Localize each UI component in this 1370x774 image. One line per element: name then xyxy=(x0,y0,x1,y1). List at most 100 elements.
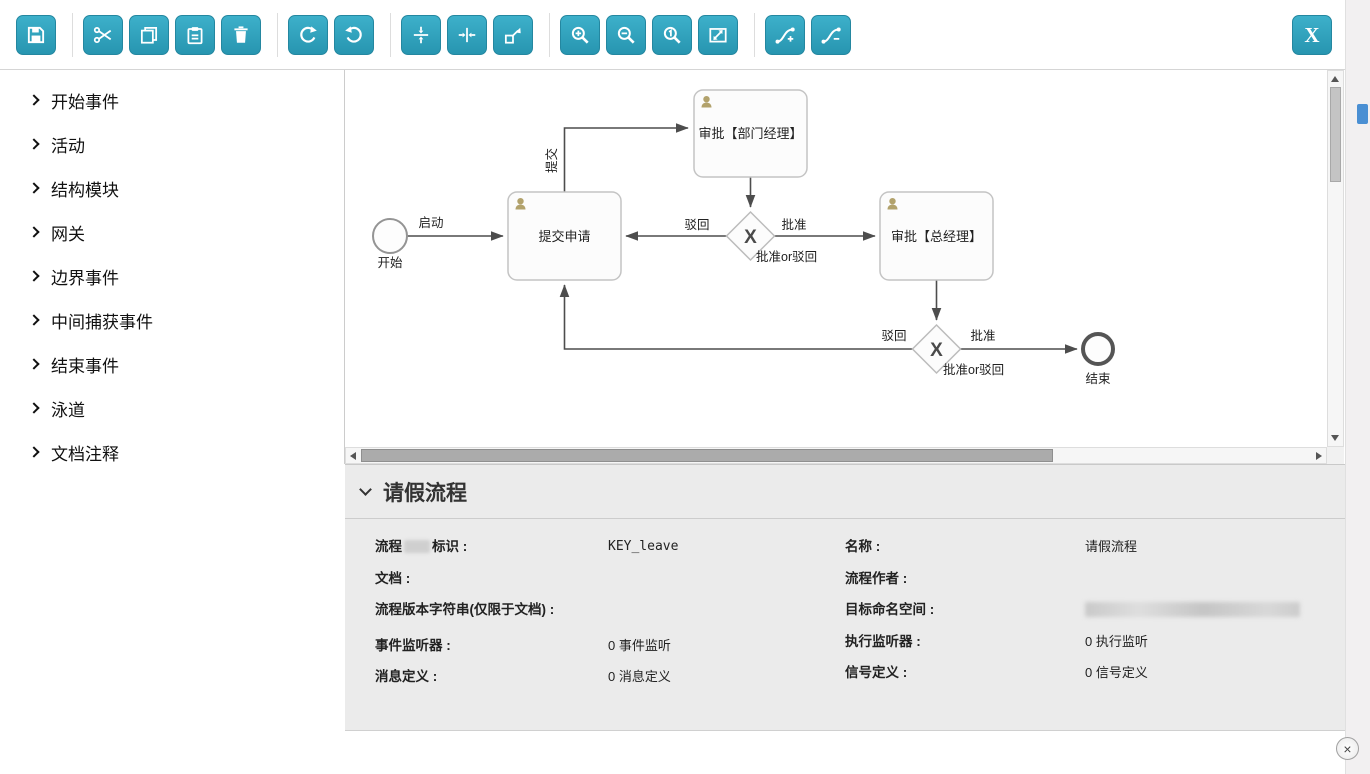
start-event[interactable]: 开始 xyxy=(372,218,408,270)
properties-panel-header[interactable]: 请假流程 xyxy=(345,465,1345,519)
add-connection-button[interactable] xyxy=(765,14,805,55)
close-dialog-button[interactable]: × xyxy=(1336,737,1359,760)
task-general-manager-approval[interactable]: 审批【总经理】 xyxy=(879,191,994,281)
user-task-icon xyxy=(515,198,526,210)
redo-button[interactable] xyxy=(288,14,328,55)
user-task-icon xyxy=(701,96,712,108)
flow-submit-to-dept[interactable] xyxy=(563,123,689,192)
toolbar: X xyxy=(0,0,1370,70)
zoom-actual-button[interactable] xyxy=(652,14,692,55)
task-label: 审批【部门经理】 xyxy=(698,126,802,141)
scroll-up-arrow[interactable] xyxy=(1331,76,1339,82)
zoom-out-icon xyxy=(617,26,635,44)
paste-button[interactable] xyxy=(175,14,215,55)
properties-column-left: 流程标识 : KEY_leave 文档 : 流程版本字符串(仅限于文档) : 事… xyxy=(375,537,845,699)
palette-item-structural[interactable]: 结构模块 xyxy=(0,166,344,210)
sequence-flows[interactable] xyxy=(407,123,1078,354)
prop-value-name: 请假流程 xyxy=(1085,539,1138,554)
scroll-right-arrow[interactable] xyxy=(1316,452,1322,460)
vertical-scroll-thumb[interactable] xyxy=(1330,87,1341,182)
align-middle-button[interactable] xyxy=(401,14,441,55)
flow-label-reject-1: 驳回 xyxy=(684,218,709,232)
scroll-down-arrow[interactable] xyxy=(1331,435,1339,441)
palette-item-intermediate-catching-events[interactable]: 中间捕获事件 xyxy=(0,298,344,342)
save-icon xyxy=(27,26,45,43)
properties-column-right: 名称 : 请假流程 流程作者 : 目标命名空间 : 执行监听器 : 0 执行监听… xyxy=(845,537,1335,699)
prop-label-process-key: 流程标识 : xyxy=(375,539,468,554)
zoom-fit-button[interactable] xyxy=(698,14,738,55)
palette-item-end-events[interactable]: 结束事件 xyxy=(0,342,344,386)
diagram-canvas[interactable]: 开始 启动 提交申请 提交 审批【部门经理】 X 驳 xyxy=(345,70,1327,447)
task-submit-application[interactable]: 提交申请 xyxy=(507,191,622,281)
close-editor-button[interactable]: X xyxy=(1292,15,1332,55)
palette-item-label: 活动 xyxy=(51,136,85,156)
palette-item-label: 中间捕获事件 xyxy=(51,312,153,332)
horizontal-scrollbar[interactable] xyxy=(345,447,1327,464)
chevron-down-icon xyxy=(359,483,372,496)
prop-value-message-definitions: 0 消息定义 xyxy=(608,669,671,685)
prop-label-author: 流程作者 : xyxy=(845,570,908,586)
copy-button[interactable] xyxy=(129,14,169,55)
bpmn-diagram: 开始 启动 提交申请 提交 审批【部门经理】 X 驳 xyxy=(372,89,1115,386)
scissors-icon xyxy=(93,26,112,43)
undo-icon xyxy=(345,25,362,43)
palette-item-activities[interactable]: 活动 xyxy=(0,122,344,166)
gateway-x-marker: X xyxy=(930,340,943,361)
exclusive-gateway-2[interactable]: X xyxy=(911,323,962,375)
flow-label-reject-2: 驳回 xyxy=(881,329,906,343)
flow-label-launch: 启动 xyxy=(418,216,443,230)
prop-label-event-listeners: 事件监听器 : xyxy=(375,637,451,653)
vertical-scrollbar[interactable] xyxy=(1327,70,1344,447)
align-center-icon xyxy=(458,27,476,42)
exclusive-gateway-1[interactable]: X xyxy=(725,210,776,262)
prop-row-event-listeners: 事件监听器 : 0 事件监听 xyxy=(375,636,845,656)
palette-item-label: 文档注释 xyxy=(51,444,119,464)
prop-label-target-namespace: 目标命名空间 : xyxy=(845,602,935,618)
cut-button[interactable] xyxy=(83,14,123,55)
toolbar-divider xyxy=(390,12,391,57)
palette-item-label: 结束事件 xyxy=(51,356,119,376)
horizontal-scroll-thumb[interactable] xyxy=(361,449,1053,462)
prop-label-message-definitions: 消息定义 : xyxy=(375,669,438,685)
palette-item-start-events[interactable]: 开始事件 xyxy=(0,78,344,122)
chevron-right-icon xyxy=(28,182,40,194)
prop-label-documentation: 文档 : xyxy=(375,570,411,586)
undo-button[interactable] xyxy=(334,14,374,55)
prop-label-execution-listeners: 执行监听器 : xyxy=(845,633,921,649)
scrollbar-corner xyxy=(1327,447,1344,464)
add-connection-icon xyxy=(775,27,795,44)
zoom-out-button[interactable] xyxy=(606,14,646,55)
align-center-button[interactable] xyxy=(447,14,487,55)
task-dept-manager-approval[interactable]: 审批【部门经理】 xyxy=(693,89,808,178)
gateway-x-marker: X xyxy=(744,227,757,248)
toolbar-divider xyxy=(72,12,73,57)
prop-value-process-key: KEY_leave xyxy=(608,539,679,554)
properties-body: 流程标识 : KEY_leave 文档 : 流程版本字符串(仅限于文档) : 事… xyxy=(345,519,1345,699)
chevron-right-icon xyxy=(28,314,40,326)
page-scrollbar-track[interactable] xyxy=(1345,0,1370,774)
palette-item-label: 开始事件 xyxy=(51,92,119,112)
chevron-right-icon xyxy=(28,358,40,370)
scroll-left-arrow[interactable] xyxy=(350,452,356,460)
palette-item-boundary-events[interactable]: 边界事件 xyxy=(0,254,344,298)
properties-panel: 请假流程 流程标识 : KEY_leave 文档 : 流程版本字符串(仅限于文档… xyxy=(345,464,1345,731)
same-size-button[interactable] xyxy=(493,14,533,55)
zoom-in-icon xyxy=(571,26,589,44)
chevron-right-icon xyxy=(28,402,40,414)
prop-value-execution-listeners: 0 执行监听 xyxy=(1085,633,1148,649)
task-label: 审批【总经理】 xyxy=(891,229,982,244)
palette-item-label: 结构模块 xyxy=(51,180,119,200)
palette-item-swimlanes[interactable]: 泳道 xyxy=(0,386,344,430)
flow-gateway2-reject[interactable] xyxy=(559,284,913,350)
save-button[interactable] xyxy=(16,14,56,55)
zoom-in-button[interactable] xyxy=(560,14,600,55)
remove-connection-icon xyxy=(821,27,841,44)
remove-connection-button[interactable] xyxy=(811,14,851,55)
end-event[interactable]: 结束 xyxy=(1081,332,1115,386)
palette-item-label: 网关 xyxy=(51,224,85,244)
palette-item-label: 泳道 xyxy=(51,400,85,420)
palette-item-gateways[interactable]: 网关 xyxy=(0,210,344,254)
palette-item-annotations[interactable]: 文档注释 xyxy=(0,430,344,474)
start-event-label: 开始 xyxy=(377,256,403,270)
delete-button[interactable] xyxy=(221,14,261,55)
